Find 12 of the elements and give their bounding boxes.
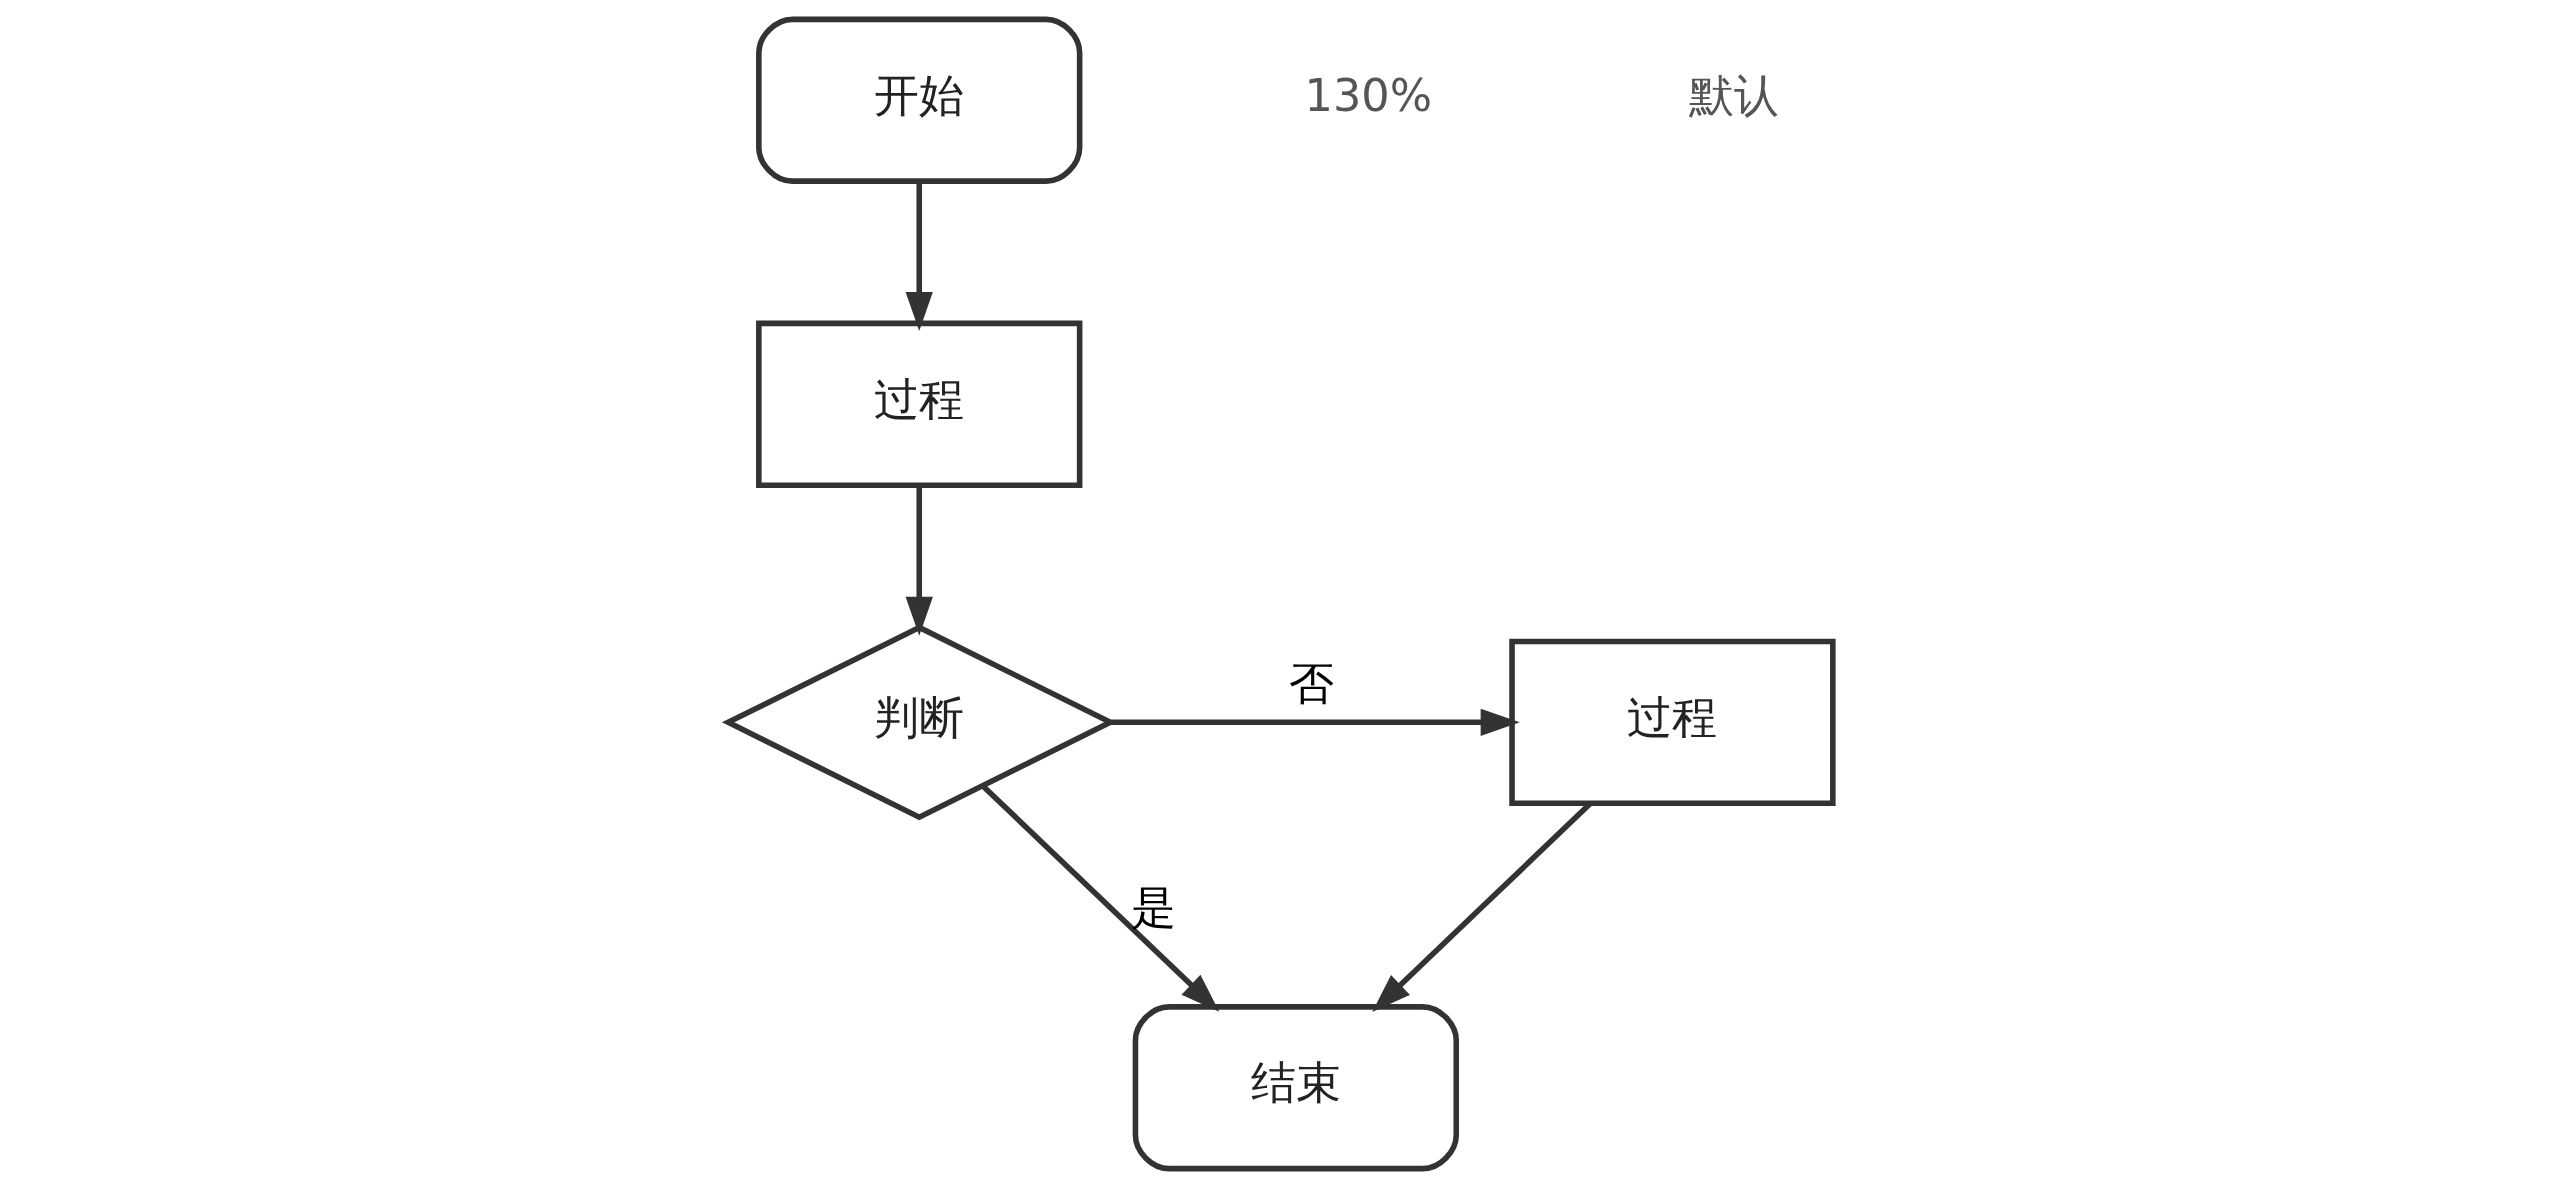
node-box: 结束: [1132, 1004, 1459, 1172]
arrow: [1110, 708, 1520, 737]
arrow: [980, 784, 1219, 1012]
edge-label: 是: [1130, 881, 1176, 934]
node-box: 开始: [755, 16, 1082, 184]
node-box: 过程: [1508, 638, 1836, 806]
arrow: [905, 181, 933, 331]
label: 默认: [1688, 69, 1779, 122]
node-box: 过程: [755, 320, 1082, 488]
edge-label: 否: [1288, 658, 1334, 711]
label: 130%: [1304, 69, 1432, 122]
arrow: [905, 485, 933, 636]
